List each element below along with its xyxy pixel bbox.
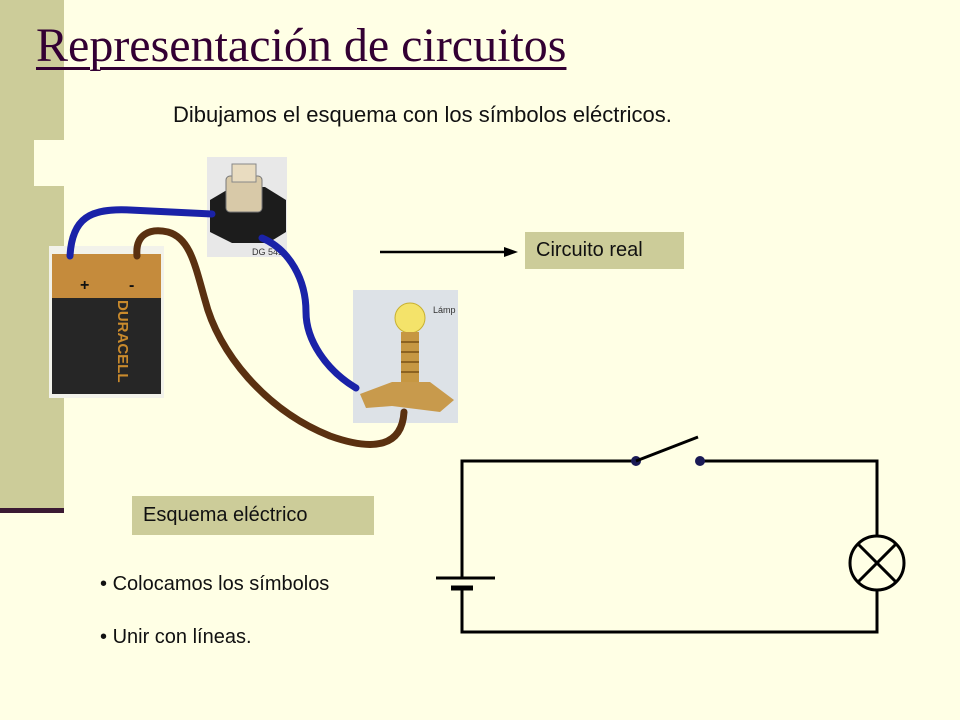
sidebar-notch: [34, 140, 64, 186]
blue-wire-battery-switch: [66, 206, 216, 260]
lamp-caption: Lámp: [433, 305, 456, 315]
bullet-text: Unir con líneas.: [112, 626, 252, 648]
wire-top-right: [700, 459, 879, 536]
esquema-electrico-label: Esquema eléctrico: [132, 496, 374, 535]
circuito-real-label: Circuito real: [525, 232, 684, 269]
circuit-schematic: [436, 435, 906, 634]
lamp-symbol-icon: [848, 534, 906, 592]
bullet-text: Colocamos los símbolos: [112, 573, 330, 595]
wire-left-top: [460, 459, 636, 578]
arrow-head-icon: [504, 247, 518, 257]
subtitle: Dibujamos el esquema con los símbolos el…: [173, 102, 672, 127]
switch-symbol-lever: [635, 435, 699, 463]
switch-contact-right: [695, 456, 705, 466]
wire-bottom: [460, 588, 879, 634]
battery-plus-label: +: [80, 277, 89, 294]
battery-minus-label: -: [129, 277, 134, 294]
page-title: Representación de circuitos: [36, 19, 567, 72]
battery-brand: DURACELL: [114, 300, 131, 383]
sidebar-divider: [0, 508, 64, 513]
switch-photo: DG 541: [207, 157, 287, 257]
bullet-item: • Unir con líneas.: [100, 626, 252, 648]
lamp-photo: Lámp: [353, 290, 458, 423]
bullet-item: • Colocamos los símbolos: [100, 573, 330, 595]
switch-code: DG 541: [252, 247, 283, 257]
battery-photo: + - DURACELL: [49, 246, 164, 398]
blue-wire-switch-lamp: [258, 234, 360, 392]
brown-wire-battery-lamp: [133, 227, 408, 448]
